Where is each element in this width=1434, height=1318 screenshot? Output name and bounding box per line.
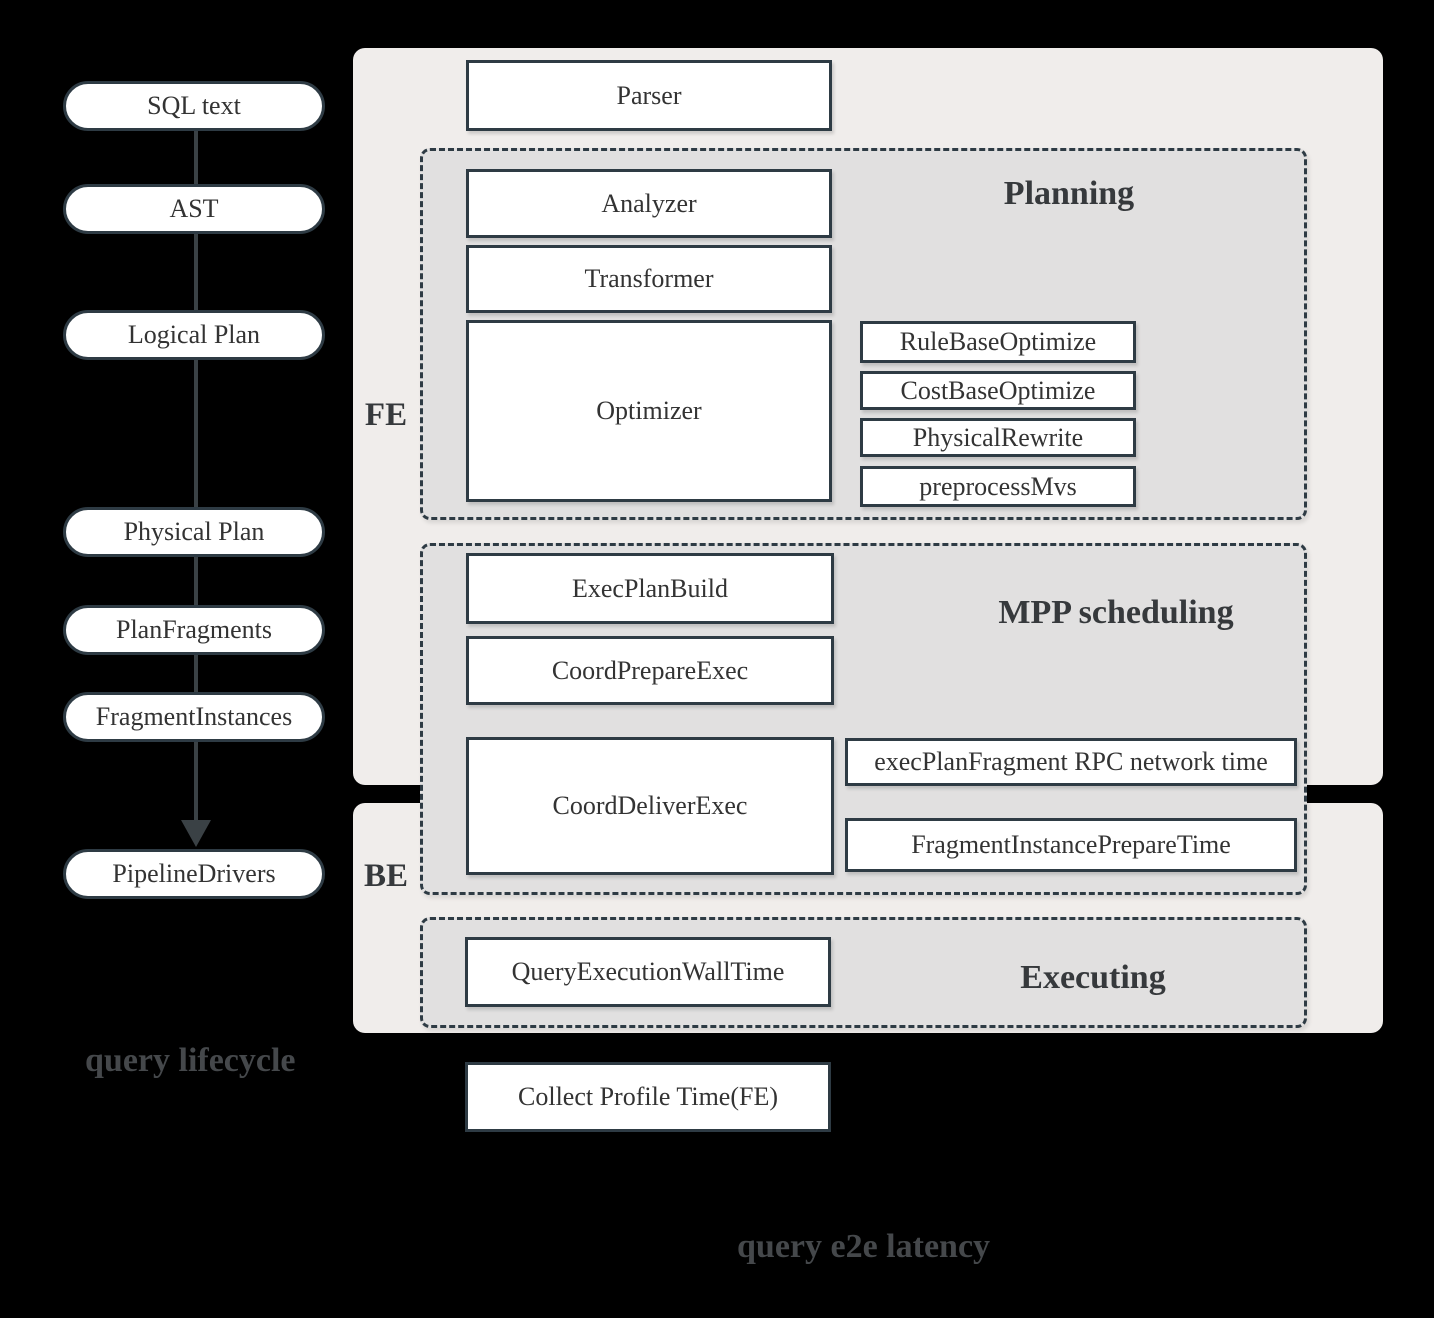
stage-fragment-instances: FragmentInstances	[63, 692, 325, 742]
stage-ast: AST	[63, 184, 325, 234]
executing-title: Executing	[1020, 959, 1166, 996]
node-preprocess-mvs: preprocessMvs	[860, 466, 1136, 507]
flow-connector-line	[194, 106, 198, 822]
stage-pipeline-drivers: PipelineDrivers	[63, 849, 325, 899]
planning-title: Planning	[1003, 175, 1135, 212]
query-e2e-latency-label: query e2e latency	[737, 1228, 991, 1265]
node-transformer: Transformer	[466, 245, 832, 313]
stage-physical-plan: Physical Plan	[63, 507, 325, 557]
flow-arrowhead-icon	[181, 820, 211, 847]
node-cost-base-optimize: CostBaseOptimize	[860, 371, 1136, 410]
node-collect-profile-time: Collect Profile Time(FE)	[465, 1062, 831, 1132]
node-analyzer: Analyzer	[466, 169, 832, 238]
mpp-scheduling-title: MPP scheduling	[998, 594, 1234, 631]
node-physical-rewrite: PhysicalRewrite	[860, 418, 1136, 457]
stage-plan-fragments: PlanFragments	[63, 605, 325, 655]
query-lifecycle-label: query lifecycle	[85, 1042, 296, 1079]
node-exec-plan-build: ExecPlanBuild	[466, 553, 834, 624]
stage-sql-text: SQL text	[63, 81, 325, 131]
node-coord-deliver-exec: CoordDeliverExec	[466, 737, 834, 875]
node-optimizer: Optimizer	[466, 320, 832, 502]
be-label: BE	[363, 858, 409, 894]
stage-logical-plan: Logical Plan	[63, 310, 325, 360]
node-rule-base-optimize: RuleBaseOptimize	[860, 321, 1136, 363]
fe-label: FE	[364, 397, 408, 433]
node-exec-plan-fragment-rpc-network-time: execPlanFragment RPC network time	[845, 738, 1297, 786]
node-parser: Parser	[466, 60, 832, 131]
node-coord-prepare-exec: CoordPrepareExec	[466, 636, 834, 705]
node-query-execution-wall-time: QueryExecutionWallTime	[465, 937, 831, 1007]
node-fragment-instance-prepare-time: FragmentInstancePrepareTime	[845, 818, 1297, 872]
